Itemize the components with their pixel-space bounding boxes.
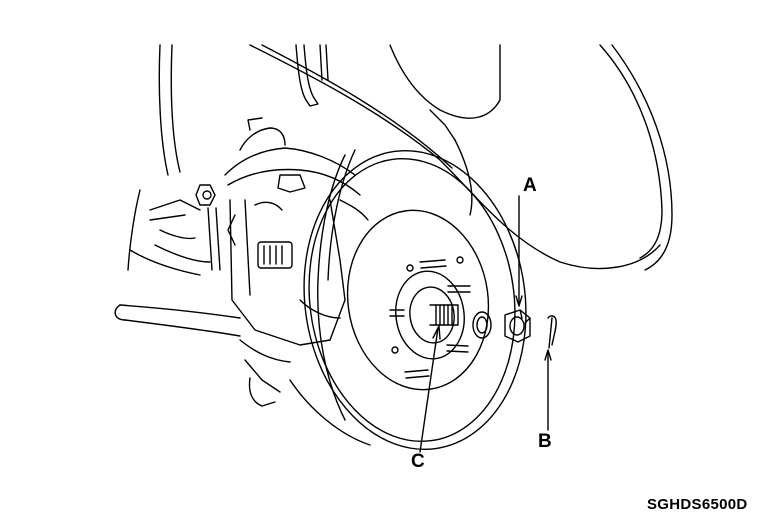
castle-nut xyxy=(504,309,531,343)
callout-a-label: A xyxy=(523,175,537,196)
callout-c-label: C xyxy=(411,451,425,472)
callout-b-label: B xyxy=(538,431,552,452)
brake-disc xyxy=(289,149,527,451)
figure-code: SGHDS6500D xyxy=(647,496,748,513)
brake-hose xyxy=(295,44,329,107)
leader-lines xyxy=(419,195,552,453)
spindle xyxy=(429,304,459,326)
cotter-pin xyxy=(547,315,557,349)
washer xyxy=(472,311,492,339)
wheel-well-outline xyxy=(158,44,673,271)
brake-caliper xyxy=(224,117,369,346)
wheel-hub xyxy=(389,256,471,379)
suspension-arm xyxy=(114,184,291,407)
